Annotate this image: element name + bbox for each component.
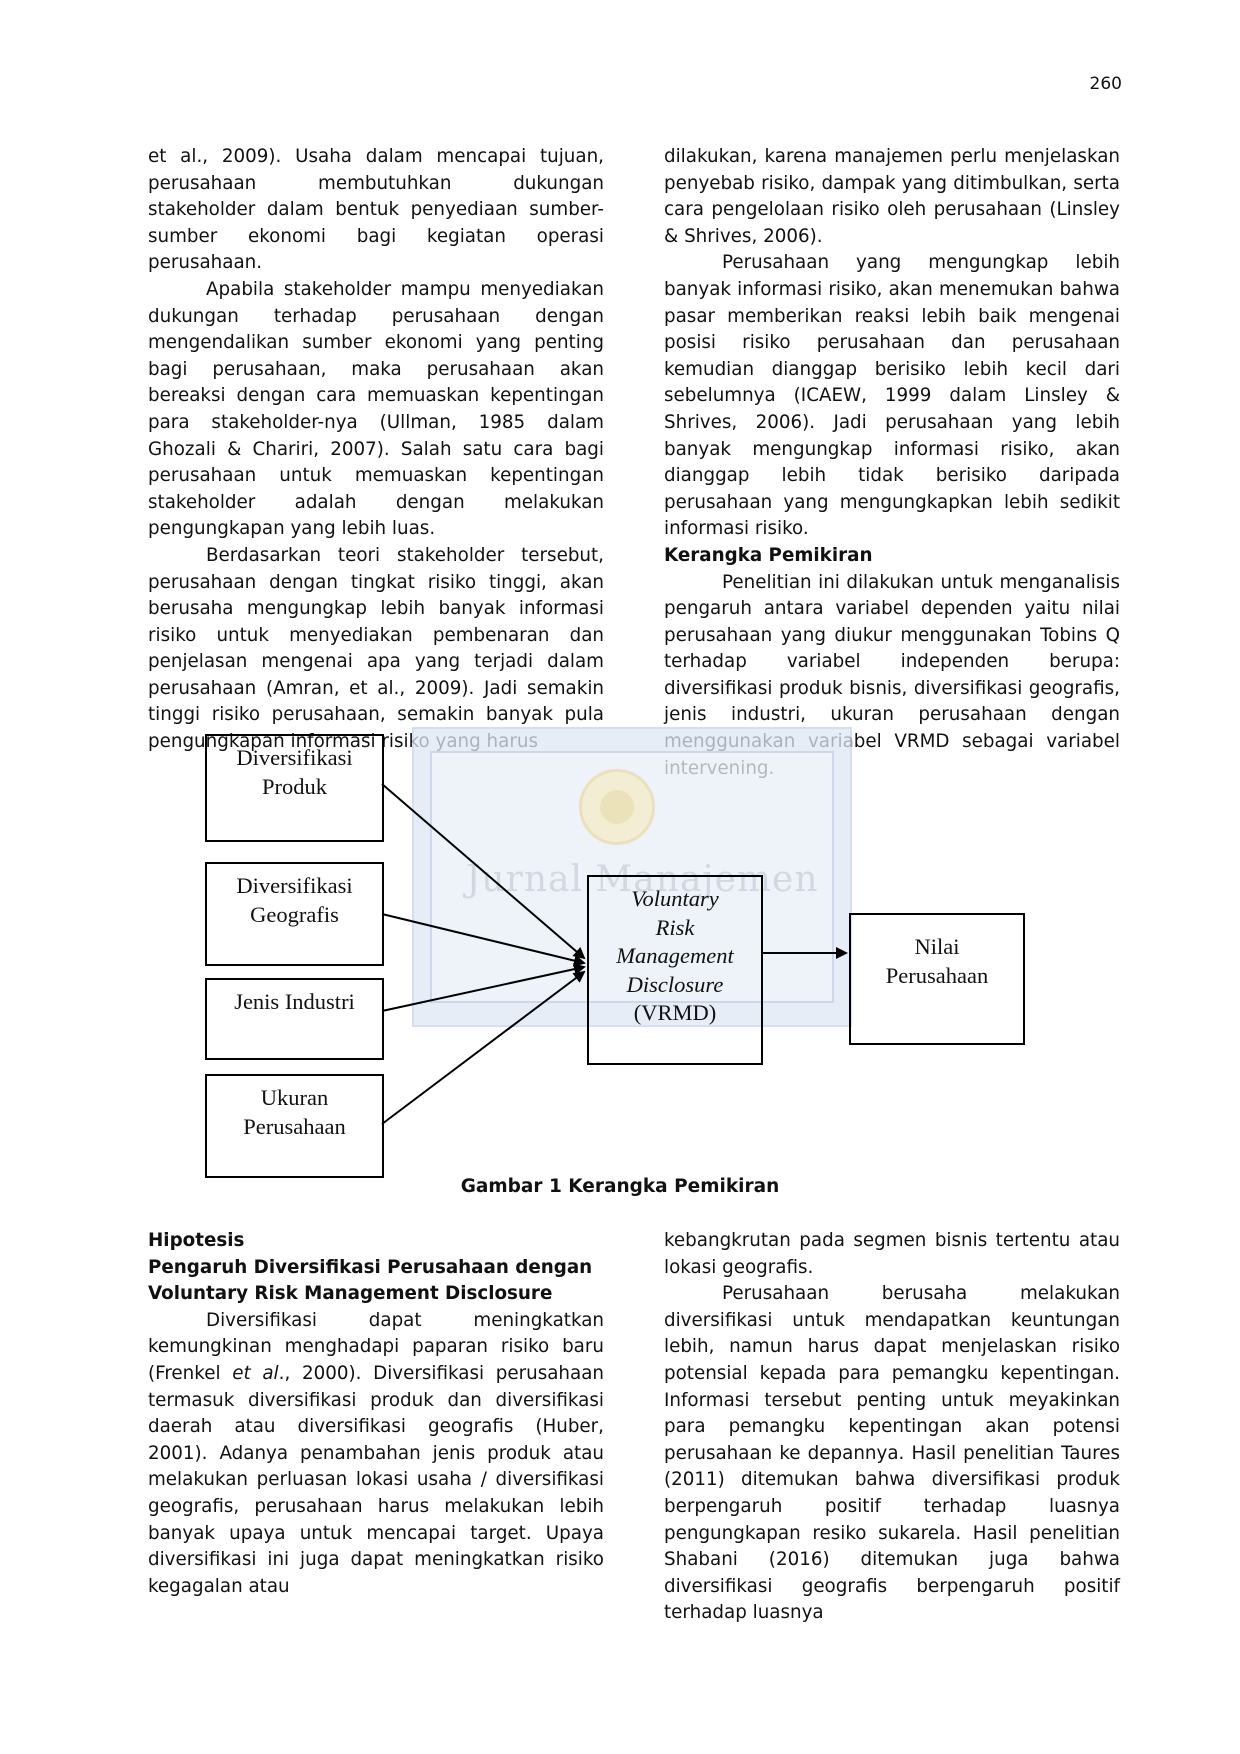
paragraph: Diversifikasi dapat meningkatkan kemungk…	[148, 1309, 605, 1597]
box-jenis-industri: Jenis Industri	[205, 978, 384, 1060]
section-heading: Hipotesis	[148, 1230, 245, 1251]
text-column-bottom-right: kebangkrutan pada segmen bisnis tertentu…	[664, 1228, 1120, 1627]
figure-caption: Gambar 1 Kerangka Pemikiran	[460, 1176, 780, 1197]
box-vrmd: Voluntary Risk Management Disclosure (VR…	[587, 875, 763, 1065]
paragraph: Apabila stakeholder mampu menyediakan du…	[148, 278, 604, 540]
text-column-top-left: et al., 2009). Usaha dalam mencapai tuju…	[148, 144, 604, 756]
section-heading: Kerangka Pemikiran	[664, 544, 873, 566]
page-number: 260	[1089, 74, 1122, 94]
paragraph: Perusahaan berusaha melakukan diversifik…	[664, 1283, 1120, 1624]
paragraph: dilakukan, karena manajemen perlu menjel…	[664, 146, 1120, 247]
text-column-bottom-left: Hipotesis Pengaruh Diversifikasi Perusah…	[148, 1228, 604, 1600]
box-label: Voluntary Risk Management Disclosure (VR…	[616, 886, 734, 1025]
university-seal-icon	[579, 769, 655, 845]
paragraph: kebangkrutan pada segmen bisnis tertentu…	[664, 1230, 1120, 1278]
paragraph: Berdasarkan teori stakeholder tersebut, …	[148, 544, 604, 753]
text-column-top-right: dilakukan, karena manajemen perlu menjel…	[664, 144, 1120, 782]
paragraph: et al., 2009). Usaha dalam mencapai tuju…	[148, 146, 604, 274]
subsection-heading: Pengaruh Diversifikasi Perusahaan dengan…	[148, 1256, 593, 1305]
box-label: Jenis Industri	[234, 989, 355, 1014]
paragraph: Perusahaan yang mengungkap lebih banyak …	[664, 252, 1120, 540]
